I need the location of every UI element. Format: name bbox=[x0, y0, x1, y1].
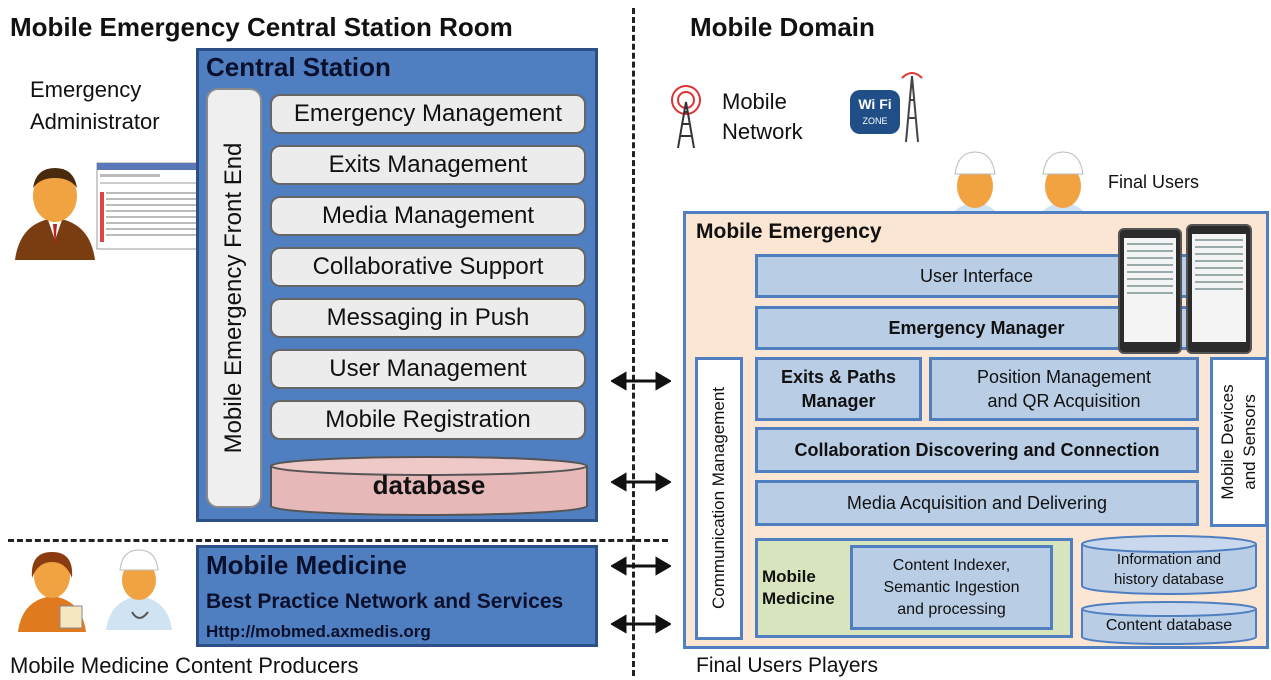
service-collaborative-support: Collaborative Support bbox=[270, 247, 586, 287]
media-acquisition-label: Media Acquisition and Delivering bbox=[846, 493, 1108, 513]
smartphone-icon-1 bbox=[1118, 228, 1182, 354]
exits-paths-label-line1: Exits & Paths bbox=[780, 367, 897, 387]
left-section-title: Mobile Emergency Central Station Room bbox=[10, 12, 513, 42]
arrow-medicine-to-mobile-2 bbox=[611, 614, 671, 634]
smartphone-icon-2 bbox=[1186, 224, 1252, 354]
information-history-database-label: Information and history database bbox=[1080, 550, 1258, 590]
arrow-medicine-to-mobile-1 bbox=[611, 556, 671, 576]
mobile-medicine-module-label: Mobile Medicine bbox=[762, 566, 835, 610]
collaboration-box: Collaboration Discovering and Connection bbox=[755, 427, 1199, 473]
mobile-network-label-line1: Mobile bbox=[722, 89, 787, 114]
position-label-line2: and QR Acquisition bbox=[987, 391, 1141, 411]
indexer-line2: Semantic Ingestion bbox=[883, 578, 1020, 596]
position-management-box: Position Management and QR Acquisition bbox=[929, 357, 1199, 421]
media-acquisition-box: Media Acquisition and Delivering bbox=[755, 480, 1199, 526]
position-label-line1: Position Management bbox=[976, 367, 1152, 387]
arrow-central-to-mobile-2 bbox=[611, 472, 671, 492]
arrow-central-to-mobile-1 bbox=[611, 371, 671, 391]
indexer-line1: Content Indexer, bbox=[892, 556, 1011, 574]
info-db-line1: Information and bbox=[1116, 551, 1222, 568]
mobile-medicine-title: Mobile Medicine bbox=[206, 550, 407, 580]
central-station-title: Central Station bbox=[206, 52, 391, 82]
horizontal-divider bbox=[8, 539, 668, 542]
exits-paths-label-line2: Manager bbox=[801, 391, 876, 411]
content-database bbox=[1081, 601, 1257, 645]
info-db-line2: history database bbox=[1113, 571, 1225, 588]
mobile-network-label-line2: Network bbox=[722, 119, 803, 144]
content-producer-icon bbox=[18, 552, 86, 632]
right-section-title: Mobile Domain bbox=[690, 12, 875, 42]
communication-management-label: Communication Management bbox=[709, 386, 728, 610]
producers-label: Mobile Medicine Content Producers bbox=[10, 653, 359, 678]
database-label: database bbox=[372, 470, 486, 500]
final-users-label: Final Users bbox=[1108, 172, 1200, 192]
admin-label-line1: Emergency bbox=[30, 77, 142, 102]
front-end-panel bbox=[206, 88, 262, 508]
wifi-label: Wi Fi bbox=[858, 96, 892, 112]
mobile-medicine-module-line1: Mobile bbox=[762, 567, 816, 586]
indexer-line3: and processing bbox=[897, 600, 1006, 618]
communication-management-box bbox=[695, 357, 743, 640]
service-user-management: User Management bbox=[270, 349, 586, 389]
emergency-manager-label: Emergency Manager bbox=[888, 318, 1065, 338]
service-mobile-registration: Mobile Registration bbox=[270, 400, 586, 440]
mobile-medicine-module-line2: Medicine bbox=[762, 589, 835, 608]
mobile-emergency-title: Mobile Emergency bbox=[696, 220, 882, 243]
vertical-divider bbox=[632, 8, 635, 676]
mobile-devices-label-line1: Mobile Devices bbox=[1218, 384, 1237, 500]
user-interface-label: User Interface bbox=[919, 266, 1034, 286]
collaboration-label: Collaboration Discovering and Connection bbox=[794, 440, 1160, 460]
content-database-label: Content database bbox=[1105, 617, 1233, 634]
mobile-devices-label: Mobile Devices and Sensors bbox=[1217, 384, 1261, 499]
mobile-network-antenna-icon bbox=[671, 85, 701, 149]
mobile-medicine-subtitle: Best Practice Network and Services bbox=[206, 590, 564, 613]
content-indexer-box: Content Indexer, Semantic Ingestion and … bbox=[850, 545, 1053, 630]
service-media-management: Media Management bbox=[270, 196, 586, 236]
mobile-medicine-url: Http://mobmed.axmedis.org bbox=[206, 622, 431, 641]
wifi-zone-icon bbox=[850, 72, 923, 143]
mobile-devices-label-line2: and Sensors bbox=[1240, 394, 1259, 490]
front-end-label: Mobile Emergency Front End bbox=[220, 142, 247, 454]
service-messaging-in-push: Messaging in Push bbox=[270, 298, 586, 338]
service-emergency-management: Emergency Management bbox=[270, 94, 586, 134]
administrator-icon bbox=[15, 168, 95, 260]
service-exits-management: Exits Management bbox=[270, 145, 586, 185]
database-cylinder bbox=[270, 456, 588, 516]
doctor-icon bbox=[106, 549, 172, 630]
final-users-players-label: Final Users Players bbox=[696, 654, 879, 677]
information-history-database bbox=[1081, 535, 1257, 595]
admin-label-line2: Administrator bbox=[30, 109, 160, 134]
wifi-zone-label: ZONE bbox=[862, 116, 888, 126]
mobile-devices-box bbox=[1210, 357, 1268, 527]
mobile-medicine-panel bbox=[196, 545, 598, 647]
